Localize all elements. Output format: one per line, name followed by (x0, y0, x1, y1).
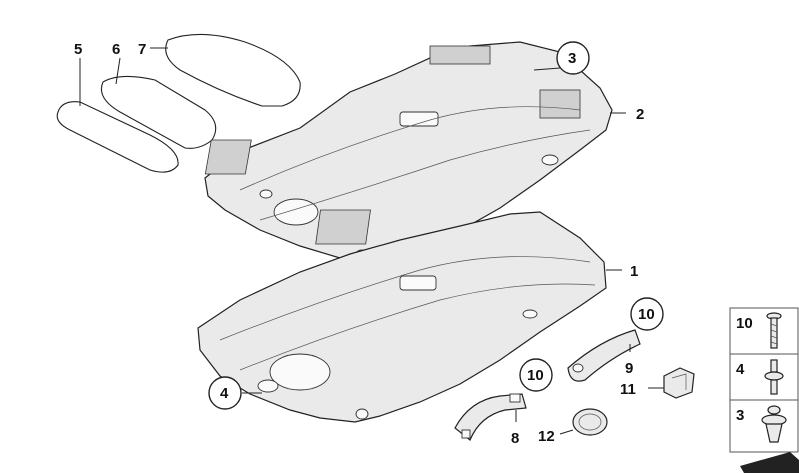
callout-8: 8 (511, 430, 519, 447)
callout-7: 7 (138, 41, 146, 58)
clip-icon (761, 405, 787, 443)
legend-box-10 (729, 307, 799, 355)
callout-10a: 10 (527, 367, 544, 384)
screw-icon (766, 312, 782, 349)
fastener-legend: 10 4 3 (729, 307, 799, 473)
callout-1: 1 (630, 263, 638, 280)
partial-part-shape (740, 452, 799, 473)
callout-9: 9 (625, 360, 633, 377)
callout-5: 5 (74, 41, 82, 58)
legend-label-3: 3 (736, 407, 744, 424)
cap-12 (572, 408, 608, 436)
headliner-upper (204, 41, 613, 263)
callout-4: 4 (220, 385, 229, 402)
callout-12: 12 (538, 428, 555, 445)
callout-3: 3 (568, 50, 576, 67)
callout-2: 2 (636, 106, 644, 123)
grab-handle-8 (454, 393, 527, 441)
leader-lines (79, 47, 664, 435)
clip-11 (663, 367, 695, 399)
callout-6: 6 (112, 41, 120, 58)
legend-label-4: 4 (736, 361, 745, 378)
legend-label-10: 10 (736, 315, 753, 332)
legend-box-4 (729, 353, 799, 401)
legend-box-3 (729, 399, 799, 453)
callout-10b-ring (630, 297, 664, 331)
callouts: 5 6 7 3 2 1 4 10 10 9 8 11 12 (74, 41, 664, 447)
callout-10b: 10 (638, 306, 655, 323)
callout-11: 11 (620, 381, 636, 398)
callout-4-ring (208, 376, 242, 410)
insulation-pad-5 (56, 101, 179, 173)
headliner-lower (197, 211, 607, 423)
grab-handle-9 (567, 329, 641, 382)
callout-10a-ring (519, 358, 553, 392)
callout-3-ring (556, 41, 590, 75)
insulation-pad-7 (165, 33, 301, 107)
rivet-icon (764, 359, 784, 395)
